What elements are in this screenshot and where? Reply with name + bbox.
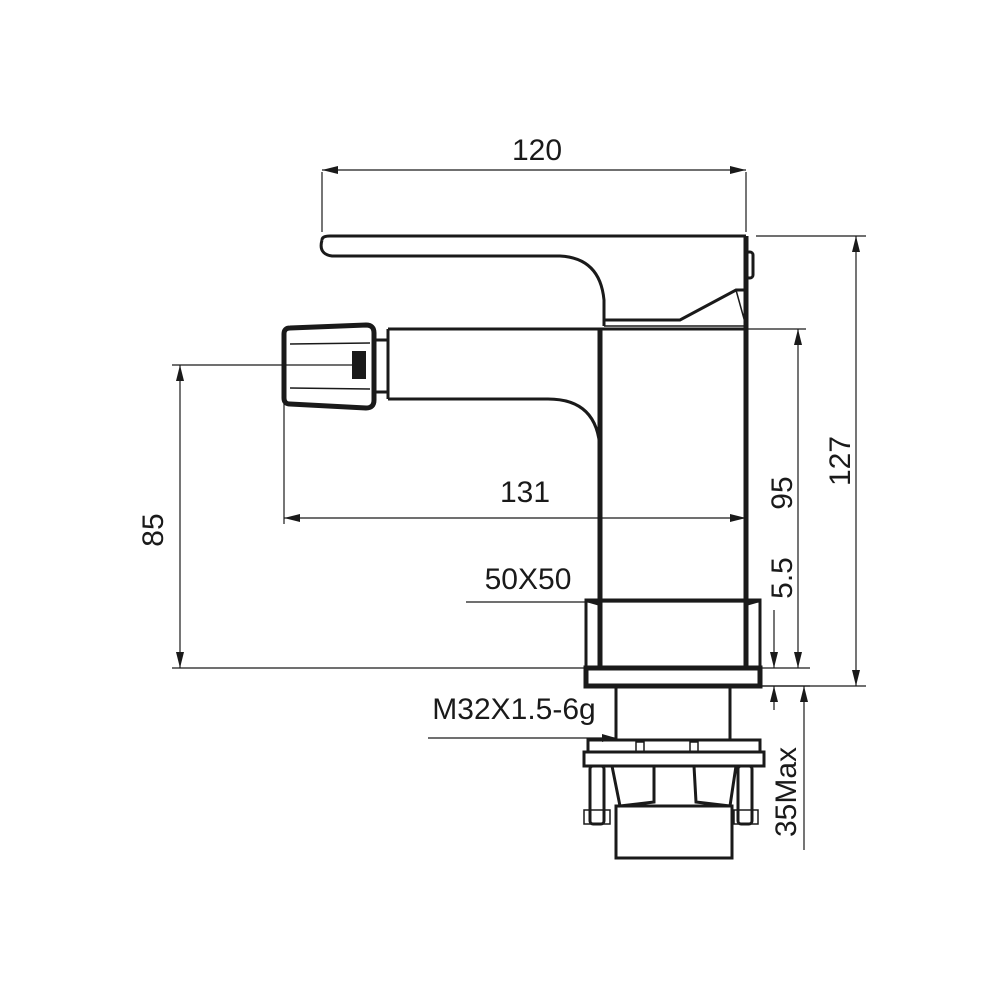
dim-base-size: 50X50 bbox=[485, 563, 572, 596]
dim-deck-thickness: 35Max bbox=[770, 747, 803, 837]
bidet-jet bbox=[281, 322, 390, 411]
dim-lever-width: 120 bbox=[512, 134, 562, 167]
faucet-base bbox=[583, 598, 763, 740]
dim-body-height: 95 bbox=[766, 476, 799, 509]
faucet-outline bbox=[319, 234, 755, 668]
dim-base-plate: 5.5 bbox=[766, 557, 799, 599]
dim-thread: M32X1.5-6g bbox=[432, 693, 595, 726]
dim-jet-height: 85 bbox=[137, 513, 170, 546]
dim-total-height: 127 bbox=[824, 436, 857, 486]
dim-spout-reach: 131 bbox=[500, 476, 550, 509]
dimension-lines bbox=[172, 166, 866, 850]
mounting-hardware bbox=[582, 738, 766, 860]
